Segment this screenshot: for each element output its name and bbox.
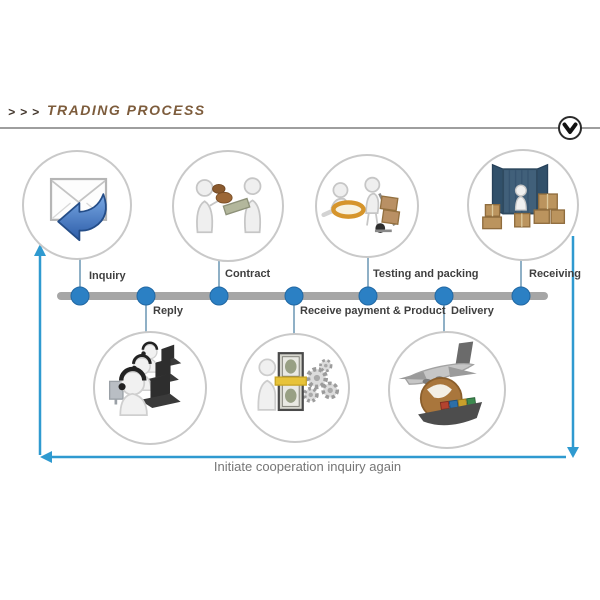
support-team-icon [109, 341, 182, 417]
stage-circle-testing [315, 154, 419, 258]
breadcrumb-chevrons: >>> [8, 105, 45, 119]
stage-circle-reply [93, 331, 207, 445]
stage-label-payment: Receive payment & Product [300, 305, 446, 317]
stage-label-inquiry: Inquiry [89, 270, 126, 282]
reply-mail-icon [50, 178, 108, 242]
stage-circle-delivery [388, 331, 506, 449]
stage-circle-receiving [467, 149, 579, 261]
chevron-down-circle-icon[interactable] [556, 114, 584, 142]
timeline-dots [70, 286, 531, 306]
stage-circle-inquiry [22, 150, 132, 260]
stage-circle-contract [172, 150, 284, 262]
stage-label-contract: Contract [225, 268, 271, 280]
money-gears-icon [257, 352, 340, 412]
feedback-loop-arrowheads [34, 244, 579, 463]
header-divider [0, 127, 600, 129]
stage-label-delivery: Delivery [451, 305, 494, 317]
loop-caption: Initiate cooperation inquiry again [213, 459, 402, 474]
stage-label-testing: Testing and packing [373, 268, 479, 280]
inspection-handtruck-icon [321, 176, 401, 233]
feedback-loop-line [38, 236, 575, 459]
container-unloading-icon [482, 164, 566, 230]
barter-figures-icon [196, 177, 262, 234]
stage-label-reply: Reply [153, 305, 183, 317]
stage-label-receiving: Receiving [529, 268, 581, 280]
page-title: TRADING PROCESS [47, 102, 206, 118]
global-shipping-icon [398, 341, 482, 425]
stage-circle-payment [240, 333, 350, 443]
